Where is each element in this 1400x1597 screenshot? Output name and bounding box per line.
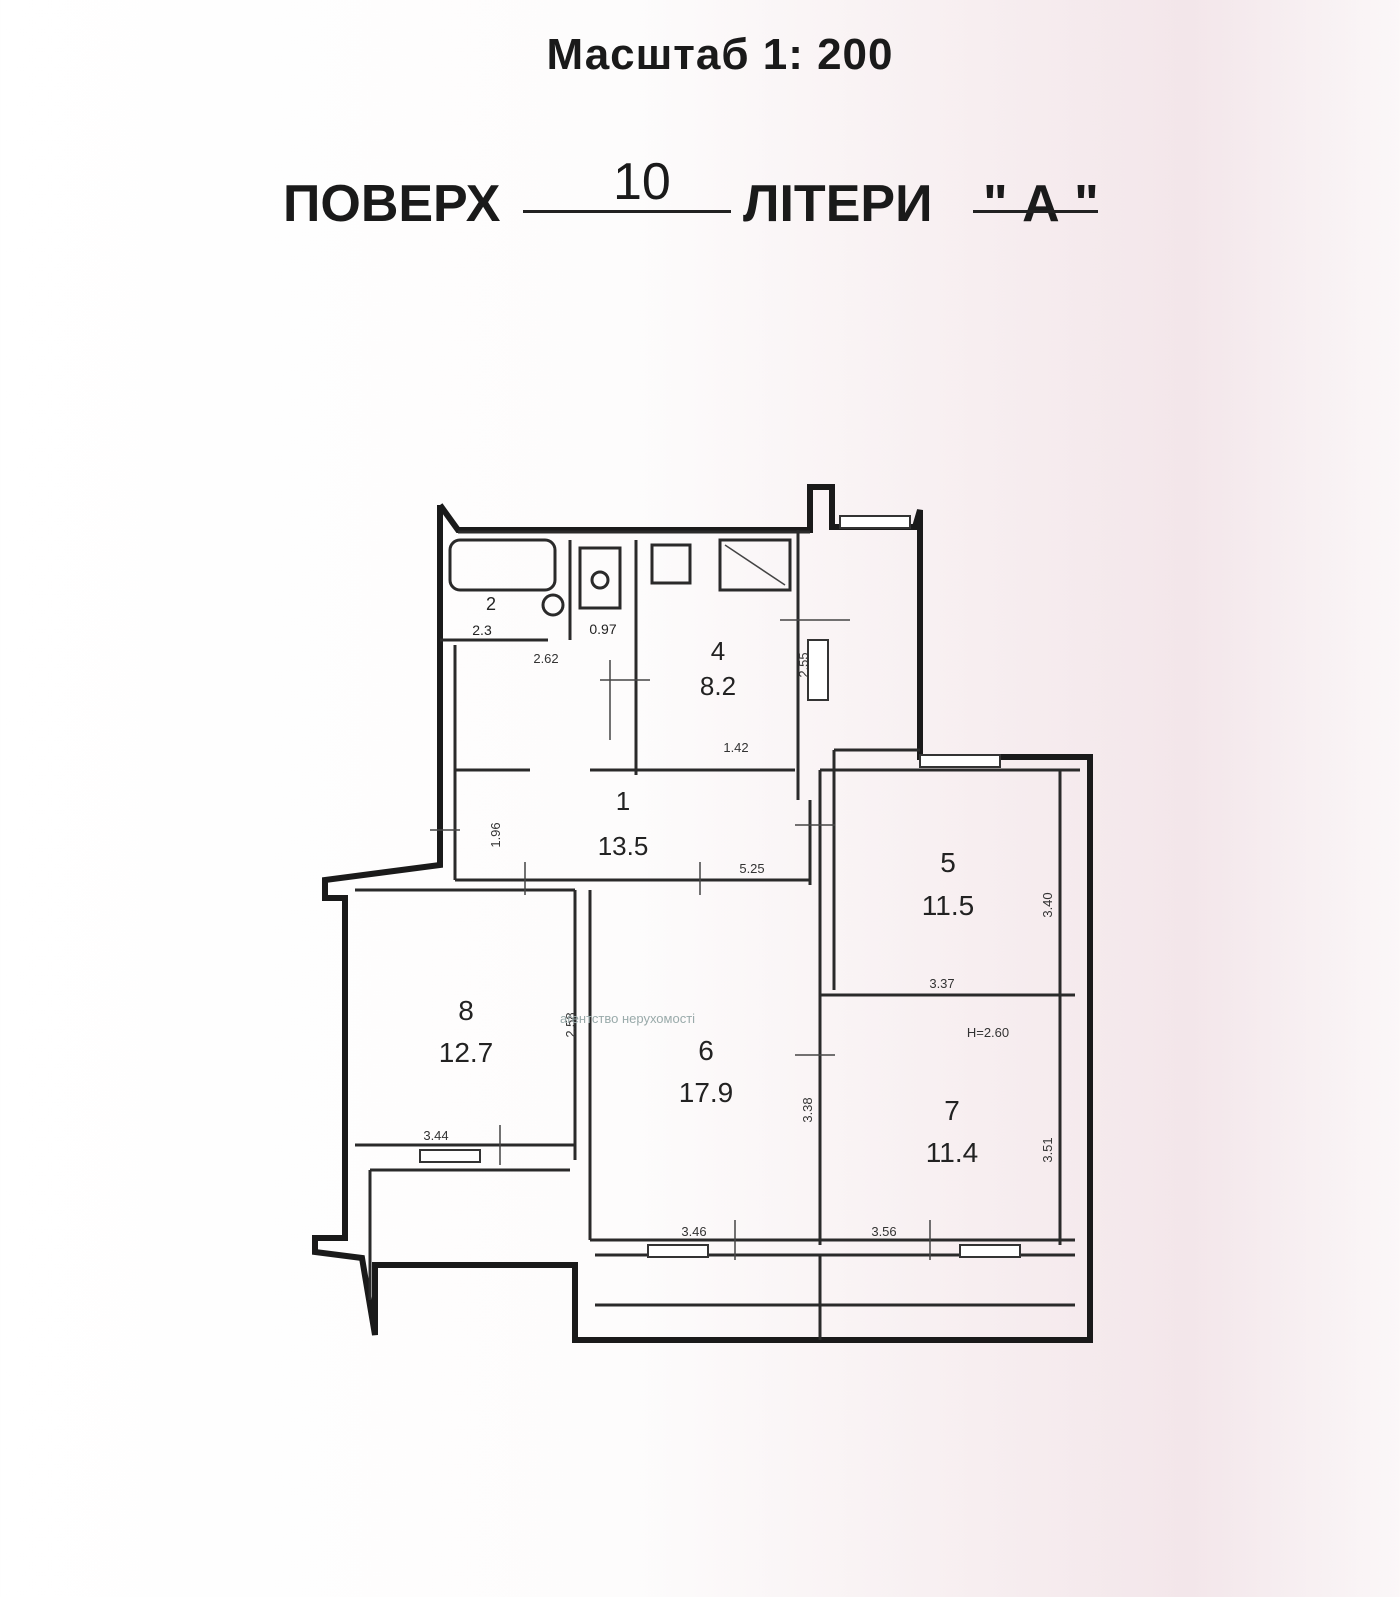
dim-142: 1.42	[723, 740, 748, 755]
dim-258: 2.58	[563, 1012, 578, 1037]
room-2-number: 2	[486, 594, 496, 614]
sink-icon	[541, 593, 565, 617]
dim-338: 3.38	[800, 1097, 815, 1122]
dim-height: H=2.60	[967, 1025, 1009, 1040]
room-labels: 1 13.5 2 2.3 0.97 4 8.2 5 11.5 6 17.9 7 …	[439, 594, 978, 1168]
room-3-area: 0.97	[589, 621, 616, 637]
dim-340: 3.40	[1040, 892, 1055, 917]
kitchen-sink-icon	[718, 538, 792, 592]
letter-underline	[973, 210, 1098, 213]
outer-walls	[312, 484, 1093, 1343]
room-5-number: 5	[940, 847, 956, 878]
dim-525: 5.25	[739, 861, 764, 876]
room-8-number: 8	[458, 995, 474, 1026]
dimension-ticks	[430, 619, 931, 1260]
room-5-area: 11.5	[922, 890, 974, 921]
room-2-area: 2.3	[472, 622, 492, 638]
vent-shaft	[807, 639, 829, 701]
stove-icon	[650, 543, 692, 585]
room-7-area: 11.4	[926, 1137, 978, 1168]
dim-344: 3.44	[423, 1128, 448, 1143]
scale-title: Масштаб 1: 200	[546, 30, 894, 79]
room-1-area: 13.5	[598, 831, 649, 861]
room-8-area: 12.7	[439, 1037, 494, 1068]
room-4-number: 4	[711, 636, 725, 666]
toilet-icon	[578, 546, 622, 610]
letters-label: ЛІТЕРИ	[743, 175, 933, 233]
floor-underline	[523, 210, 731, 213]
fixtures	[448, 538, 829, 701]
dim-346: 3.46	[681, 1224, 706, 1239]
dim-337: 3.37	[929, 976, 954, 991]
room-6-number: 6	[698, 1035, 714, 1066]
dim-196: 1.96	[488, 822, 503, 847]
dim-262: 2.62	[533, 651, 558, 666]
watermark: агентство нерухомості	[560, 1011, 695, 1026]
room-6-area: 17.9	[679, 1077, 734, 1108]
dim-351: 3.51	[1040, 1137, 1055, 1162]
windows	[419, 515, 1021, 1258]
floor-label: ПОВЕРХ	[283, 175, 501, 233]
room-7-number: 7	[944, 1095, 960, 1126]
dimension-labels: 2.62 1.42 5.25 3.37 H=2.60 3.44 3.46 3.5…	[423, 651, 1055, 1239]
dim-255: 2.55	[796, 652, 811, 677]
dim-356: 3.56	[871, 1224, 896, 1239]
room-1-number: 1	[616, 786, 630, 816]
room-4-area: 8.2	[700, 671, 736, 701]
bathtub-icon	[448, 538, 557, 592]
letter-value: " А "	[983, 175, 1099, 233]
floor-number: 10	[613, 153, 671, 211]
